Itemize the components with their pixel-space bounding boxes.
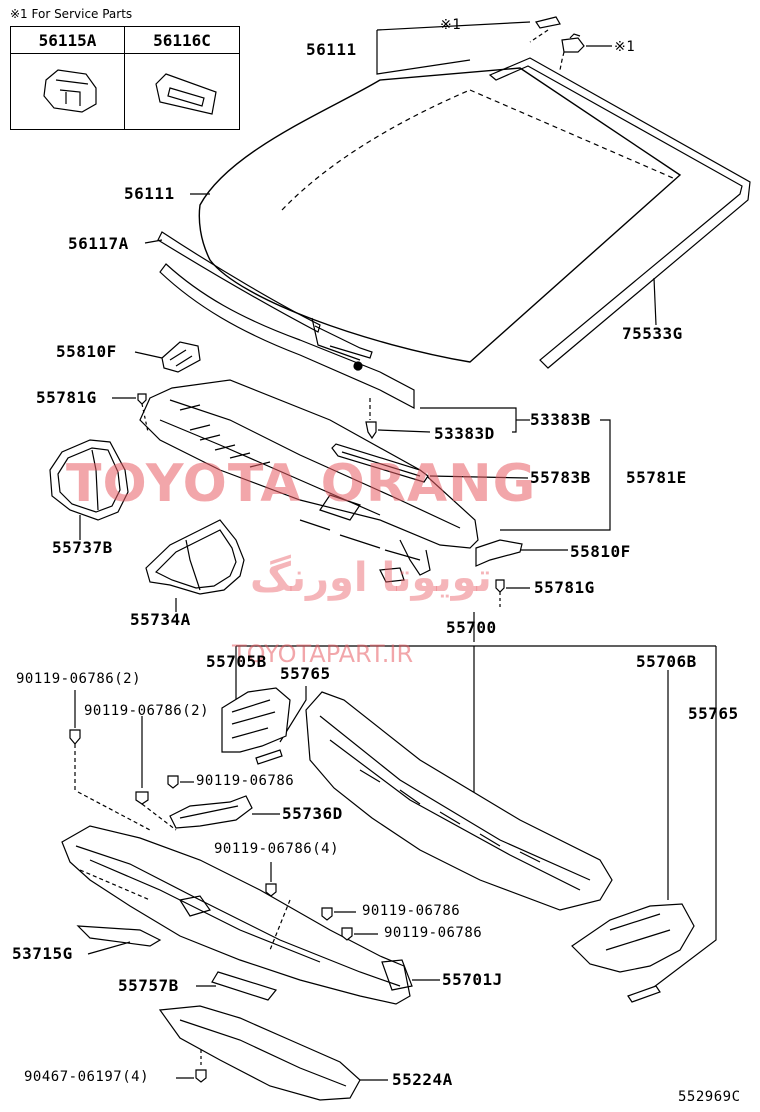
service-clip-top <box>529 16 585 71</box>
part-label-55810F-a: 55810F <box>56 342 117 361</box>
part-label-55737B: 55737B <box>52 538 113 557</box>
clip-icon <box>43 69 97 113</box>
cowl-panel-lower <box>61 825 440 1005</box>
seal-55734A <box>145 519 245 612</box>
part-label-55224A: 55224A <box>392 1070 453 1089</box>
service-parts-table: 56115A 56116C <box>10 26 240 130</box>
service-mark-label: ※1 <box>440 17 462 33</box>
seal-55737B <box>49 439 129 540</box>
dashed-guides <box>77 791 291 951</box>
part-label-90119-06786-2b: 90119-06786(2) <box>84 703 210 719</box>
part-label-55701J: 55701J <box>442 970 503 989</box>
part-label-55810F-b: 55810F <box>570 542 631 561</box>
part-label-55781G-b: 55781G <box>534 578 595 597</box>
side-molding <box>144 231 415 409</box>
bolts-middle <box>265 862 378 941</box>
leader-55765-a <box>279 686 307 743</box>
part-label-55781E: 55781E <box>626 468 687 487</box>
service-part-cell: 56116C <box>125 27 239 129</box>
part-label-53383B: 53383B <box>530 410 591 429</box>
part-label-56117A: 56117A <box>68 234 129 253</box>
cowl-end-cap-lower <box>475 539 568 567</box>
clip-53383D <box>365 398 611 531</box>
part-label-90119-06786-4: 90119-06786(4) <box>214 841 340 857</box>
part-label-75533G: 75533G <box>622 324 683 343</box>
glass-bracket <box>311 317 373 371</box>
part-label-55757B: 55757B <box>118 976 179 995</box>
part-label-55706B: 55706B <box>636 652 697 671</box>
diagram-id: 552969C <box>678 1089 741 1105</box>
bracket-55705B <box>221 687 291 765</box>
service-part-number: 56116C <box>125 27 239 54</box>
cowl-panel-main <box>305 691 695 1003</box>
part-label-55765-b: 55765 <box>688 704 739 723</box>
service-mark-label: ※1 <box>614 39 636 55</box>
part-label-55783B: 55783B <box>530 468 591 487</box>
windshield-molding <box>488 57 751 369</box>
part-label-90119-06786-b: 90119-06786 <box>362 903 461 919</box>
leader-75533G <box>653 277 657 326</box>
part-label-55705B: 55705B <box>206 652 267 671</box>
cowl-louver <box>139 379 479 583</box>
part-label-56111-top: 56111 <box>306 40 357 59</box>
pad-55757B <box>196 971 278 1001</box>
leader-mark1-a <box>376 21 531 31</box>
screw-55781G <box>112 393 530 610</box>
part-label-55781G-a: 55781G <box>36 388 97 407</box>
service-part-cell: 56115A <box>11 27 125 129</box>
part-label-55765-a: 55765 <box>280 664 331 683</box>
cowl-seal-strip <box>331 443 429 483</box>
bracket-53715G <box>76 925 162 955</box>
service-part-number: 56115A <box>11 27 124 54</box>
leader-55765-b <box>649 646 717 991</box>
leader-56111-top <box>376 50 471 75</box>
part-label-55736D: 55736D <box>282 804 343 823</box>
part-label-55700: 55700 <box>446 618 497 637</box>
part-label-55734A: 55734A <box>130 610 191 629</box>
windshield-glass <box>198 67 682 363</box>
emblem-plate-icon <box>155 73 217 115</box>
cowl-cover-55224A <box>158 1005 388 1101</box>
bolt-90119-left <box>69 690 194 805</box>
service-note: ※1 For Service Parts <box>10 7 133 21</box>
part-label-90119-06786-a: 90119-06786 <box>196 773 295 789</box>
bracket-55736D <box>169 795 280 829</box>
part-label-90119-06786-c: 90119-06786 <box>384 925 483 941</box>
cowl-end-cap-upper <box>134 341 201 373</box>
part-label-90467-06197-4: 90467-06197(4) <box>24 1069 150 1085</box>
part-label-53383D: 53383D <box>434 424 495 443</box>
part-label-56111-mid: 56111 <box>124 184 175 203</box>
part-label-90119-06786-2a: 90119-06786(2) <box>16 671 142 687</box>
part-label-53715G: 53715G <box>12 944 73 963</box>
